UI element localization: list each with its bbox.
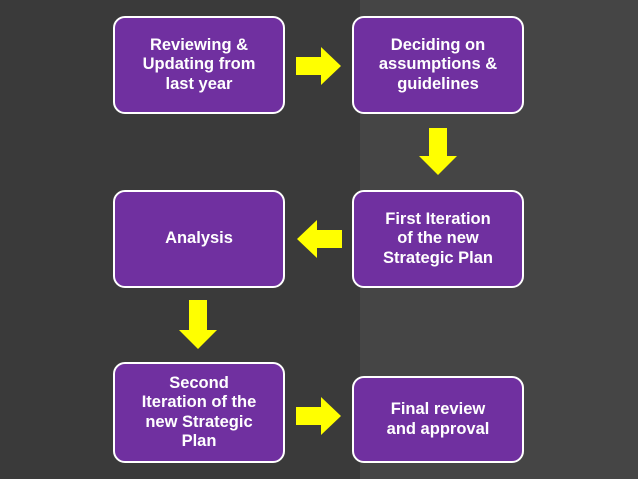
flow-node-analysis[interactable]: Analysis: [113, 190, 285, 288]
flow-node-deciding-assumptions[interactable]: Deciding on assumptions & guidelines: [352, 16, 524, 114]
arrow-left-icon-first-iteration-to-analysis: [297, 219, 343, 259]
flow-node-second-iteration[interactable]: Second Iteration of the new Strategic Pl…: [113, 362, 285, 463]
background-mask-bottom-left: [0, 339, 120, 479]
arrow-down-icon-deciding-to-first-iteration: [418, 128, 458, 176]
arrow-right-icon-second-iteration-to-final-review: [296, 396, 342, 436]
arrow-down-icon-analysis-to-second-iteration: [178, 300, 218, 350]
arrow-right-icon-reviewing-to-deciding: [296, 46, 342, 86]
flow-node-reviewing-updating[interactable]: Reviewing & Updating from last year: [113, 16, 285, 114]
flow-node-first-iteration[interactable]: First Iteration of the new Strategic Pla…: [352, 190, 524, 288]
flow-node-final-review[interactable]: Final review and approval: [352, 376, 524, 463]
